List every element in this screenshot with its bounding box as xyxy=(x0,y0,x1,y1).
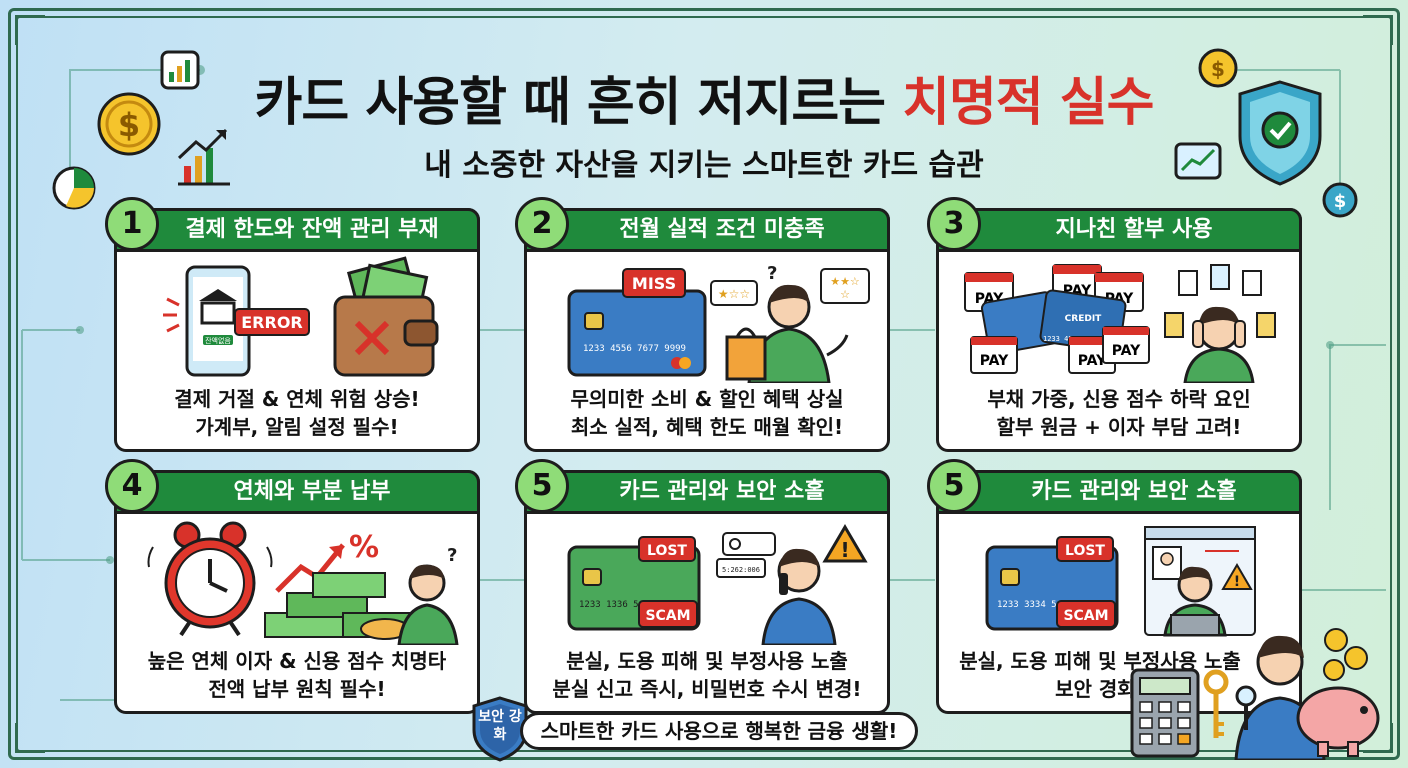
svg-text:$: $ xyxy=(118,106,140,144)
svg-text:1233 1336 5657 9990: 1233 1336 5657 9990 xyxy=(579,600,682,610)
growth-chart-icon xyxy=(177,128,230,186)
card-line-2: 최소 실적, 혜택 한도 매월 확인! xyxy=(570,415,844,439)
laptop-user-icon: ! xyxy=(1144,526,1256,637)
footer-banner: 스마트한 카드 사용으로 행복한 금융 생활! xyxy=(520,712,918,750)
mistake-card-3: 지나친 할부 사용 3 PAY PAY PAY CREDIT 1233 4556… xyxy=(927,197,1302,452)
dollar-coin-icon: $ xyxy=(1322,182,1358,218)
bar-chart-icon xyxy=(160,50,200,90)
shield-label: 보안 강화 xyxy=(478,709,522,743)
card-line-2: 가계부, 알림 설정 필수! xyxy=(195,415,399,439)
card-line-2: 할부 원금 + 이자 부담 고려! xyxy=(996,415,1242,439)
card-heading: 카드 관리와 보안 소홀 xyxy=(524,470,890,514)
savings-illustration xyxy=(1130,628,1380,760)
card-line-1: 결제 거절 & 연체 위험 상승! xyxy=(174,387,420,411)
piggy-bank-icon xyxy=(1296,628,1380,757)
mistake-card-4: 연체와 부분 납부 4 % ? xyxy=(105,459,480,714)
dollar-coin-icon: $ xyxy=(1198,48,1238,88)
card-line-2: 분실 신고 즉시, 비밀번호 수시 변경! xyxy=(552,677,862,701)
dollar-coin-icon: $ xyxy=(97,92,161,156)
svg-text:?: ? xyxy=(767,263,777,284)
svg-text:잔액없음: 잔액없음 xyxy=(205,336,231,345)
calculator-icon xyxy=(1130,668,1200,758)
card-line-2: 보안 경화! xyxy=(1055,677,1145,701)
lost-tag-icon: LOST xyxy=(638,536,696,562)
svg-text:PAY: PAY xyxy=(980,353,1009,369)
mistake-card-2: 전월 실적 조건 미충족 2 1233 4556 7677 9999 MISS … xyxy=(515,197,890,452)
card-heading: 연체와 부분 납부 xyxy=(114,470,480,514)
card-illustration: 1233 1336 5657 9990 LOST SCAM 5:262:006 … xyxy=(567,524,868,645)
page-title: 카드 사용할 때 흔히 저지르는 치명적 실수 xyxy=(254,73,1155,133)
finance-icons-left: $ xyxy=(52,50,230,210)
card-number-badge: 2 xyxy=(515,197,569,251)
card-number-badge: 5 xyxy=(927,459,981,513)
card-heading: 전월 실적 조건 미충족 xyxy=(524,208,890,252)
card-line-1: 부채 가중, 신용 점수 하락 요인 xyxy=(987,387,1251,411)
security-shield-icon xyxy=(1238,80,1322,186)
svg-text:★☆☆: ★☆☆ xyxy=(718,287,750,301)
lost-tag-icon: LOST xyxy=(1056,536,1114,562)
phone-call-icon: 5:262:006 xyxy=(716,532,837,645)
svg-text:!: ! xyxy=(1234,574,1240,590)
card-line-1: 분실, 도용 피해 및 부정사용 노출 xyxy=(566,649,848,673)
card-heading: 결제 한도와 잔액 관리 부재 xyxy=(114,208,480,252)
svg-text:SCAM: SCAM xyxy=(645,608,690,624)
card-illustration: 1233 4556 7677 9999 MISS ★☆☆ ★★☆ ☆ ? xyxy=(567,263,870,383)
title-accent: 치명적 실수 xyxy=(902,73,1154,133)
key-icon xyxy=(1203,669,1229,738)
card-heading: 카드 관리와 보안 소홀 xyxy=(936,470,1302,514)
card-number-badge: 5 xyxy=(515,459,569,513)
svg-text:1233 3334 5667 9999: 1233 3334 5667 9999 xyxy=(997,600,1100,610)
svg-text:1233 4556 7677 9999: 1233 4556 7677 9999 xyxy=(583,344,686,354)
svg-text:☆: ☆ xyxy=(840,288,850,301)
scam-tag-icon: SCAM xyxy=(1056,600,1116,628)
mistake-card-6: 카드 관리와 보안 소홀 5 1233 3334 5667 9999 LOST … xyxy=(927,459,1302,714)
empty-wallet-icon xyxy=(333,256,439,377)
svg-text:PAY: PAY xyxy=(1078,353,1107,369)
svg-text:%: % xyxy=(349,530,379,565)
error-tag-icon: ERROR xyxy=(234,308,310,336)
card-illustration: PAY PAY PAY CREDIT 1233 4556 9822 PAY PA… xyxy=(964,264,1276,383)
svg-text:!: ! xyxy=(840,538,849,562)
money-stack-icon: % xyxy=(264,530,414,640)
svg-text:PAY: PAY xyxy=(1112,343,1141,359)
svg-text:CREDIT: CREDIT xyxy=(1065,314,1103,324)
confused-shopper-icon: ★☆☆ ★★☆ ☆ ? xyxy=(710,263,870,383)
credit-card-icon: 1233 4556 7677 9999 xyxy=(567,289,707,377)
card-line-2: 전액 납부 원칙 필수! xyxy=(208,677,386,701)
svg-text:ERROR: ERROR xyxy=(241,313,303,332)
svg-text:$: $ xyxy=(1211,57,1225,81)
svg-text:LOST: LOST xyxy=(647,543,687,559)
card-line-1: 높은 연체 이자 & 신용 점수 치명타 xyxy=(147,649,447,673)
finance-icons-right: $ $ xyxy=(1174,48,1358,218)
pie-chart-icon xyxy=(52,166,96,210)
miss-tag-icon: MISS xyxy=(622,268,686,298)
card-number-badge: 1 xyxy=(105,197,159,251)
svg-text:$: $ xyxy=(1334,191,1347,212)
card-line-1: 무의미한 소비 & 할인 혜택 상실 xyxy=(570,387,844,411)
mistake-card-5: 카드 관리와 보안 소홀 5 1233 1336 5657 9990 LOST … xyxy=(515,459,890,714)
alarm-clock-icon xyxy=(147,521,273,637)
card-number-badge: 3 xyxy=(927,197,981,251)
svg-text:?: ? xyxy=(447,545,457,566)
card-illustration: % ? xyxy=(147,521,459,645)
stressed-person-icon xyxy=(1164,264,1276,383)
svg-text:MISS: MISS xyxy=(632,274,676,293)
card-heading: 지나친 할부 사용 xyxy=(936,208,1302,252)
card-illustration: 1233 3334 5667 9999 LOST SCAM ! xyxy=(985,526,1256,637)
warning-icon: ! xyxy=(822,524,868,563)
svg-text:5:262:006: 5:262:006 xyxy=(722,566,760,574)
svg-text:★★☆: ★★☆ xyxy=(830,275,860,288)
inner-frame xyxy=(16,16,1392,752)
mistake-card-1: 결제 한도와 잔액 관리 부재 1 잔액없음 ERROR 결제 거절 & 연 xyxy=(105,197,480,452)
trend-card-icon xyxy=(1174,142,1222,180)
page-subtitle: 내 소중한 자산을 지키는 스마트한 카드 습관 xyxy=(424,148,984,183)
card-number-badge: 4 xyxy=(105,459,159,513)
scam-tag-icon: SCAM xyxy=(638,600,698,628)
svg-text:LOST: LOST xyxy=(1065,543,1105,559)
card-illustration: 잔액없음 ERROR xyxy=(163,256,439,377)
worried-person-icon: ? xyxy=(397,545,459,645)
calendar-pay-icon: PAY PAY PAY CREDIT 1233 4556 9822 PAY PA… xyxy=(964,264,1150,374)
svg-text:SCAM: SCAM xyxy=(1063,608,1108,624)
